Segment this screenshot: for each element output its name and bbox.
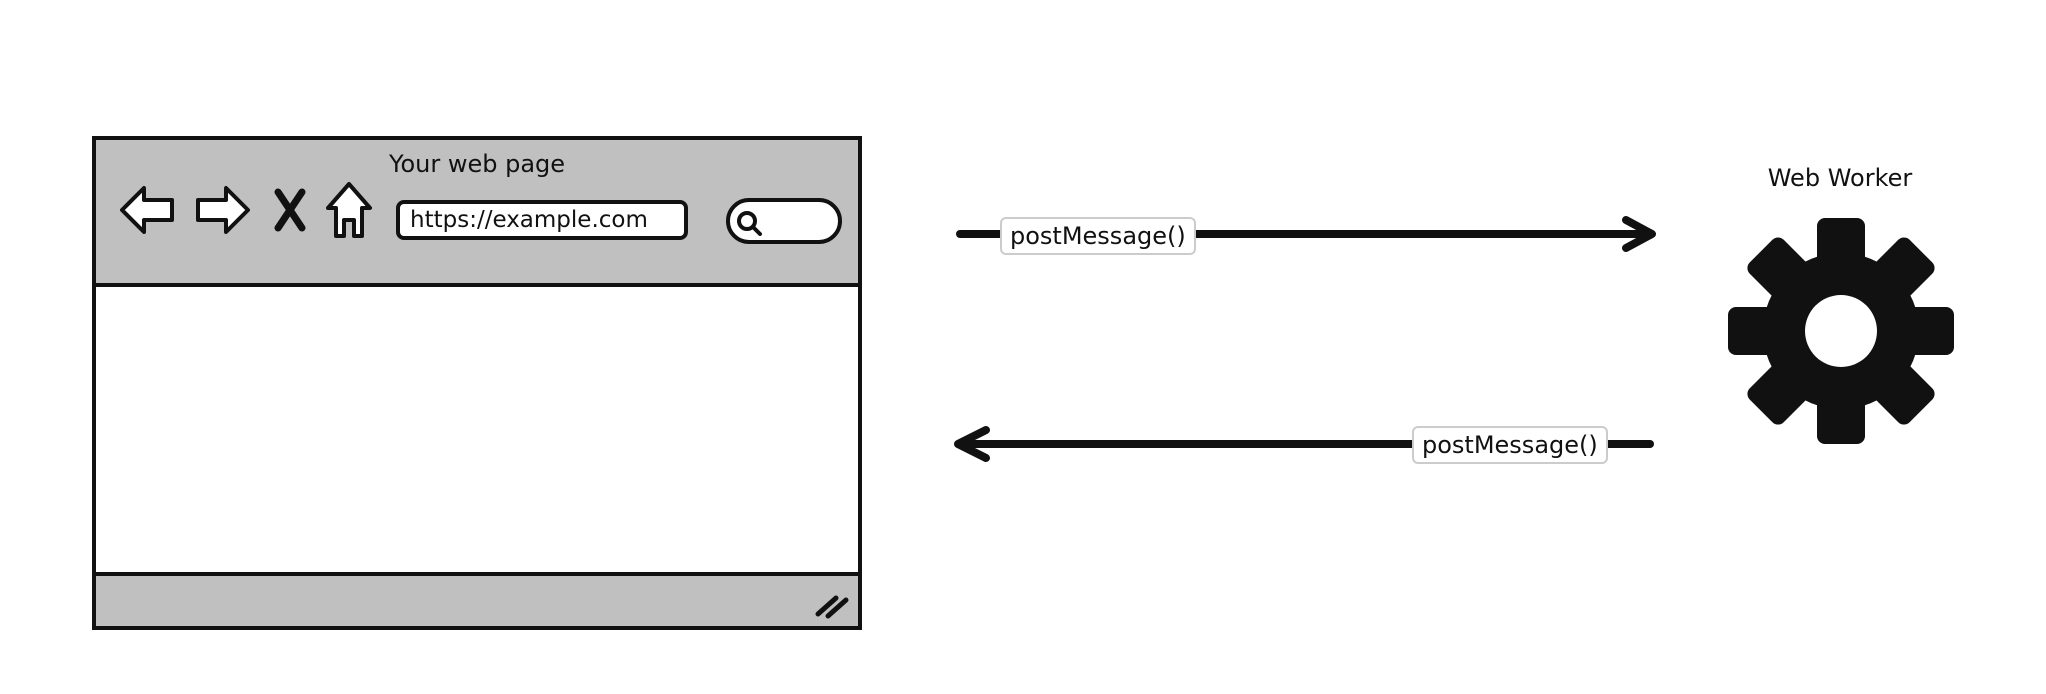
page-title: Your web page [388, 150, 566, 178]
page-content [96, 287, 858, 572]
web-worker-title: Web Worker [1767, 164, 1913, 192]
close-icon[interactable] [270, 188, 310, 232]
search-input[interactable] [726, 198, 842, 244]
gear-icon [1728, 218, 1954, 444]
browser-statusbar [96, 572, 858, 626]
post-message-from-worker-label: postMessage() [1412, 426, 1608, 464]
back-arrow-icon[interactable] [118, 180, 178, 240]
browser-toolbar: Your web page https://example.com [96, 140, 858, 287]
address-bar[interactable]: https://example.com [396, 200, 688, 240]
search-icon [737, 211, 762, 236]
browser-window: Your web page https://example.com [92, 136, 862, 630]
post-message-to-worker-label: postMessage() [1000, 217, 1196, 255]
home-icon[interactable] [324, 180, 374, 240]
forward-arrow-icon[interactable] [192, 180, 252, 240]
resize-handle-icon[interactable] [812, 590, 852, 620]
